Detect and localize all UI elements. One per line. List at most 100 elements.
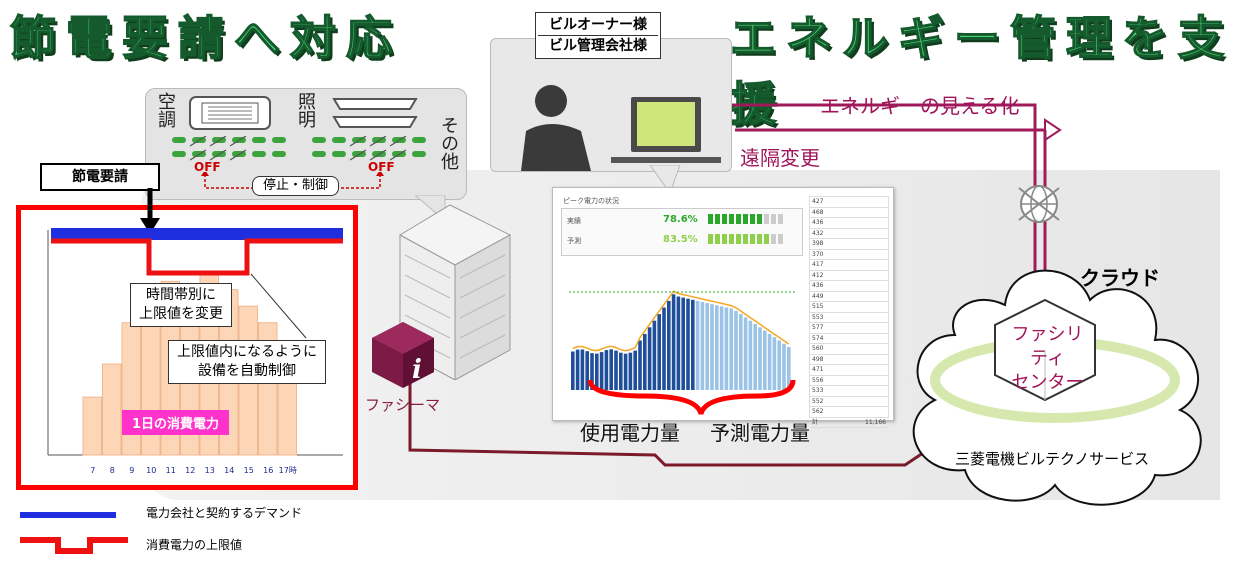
table-cell: 436 xyxy=(812,219,824,226)
usage-bar xyxy=(681,297,685,390)
usage-bar xyxy=(753,324,757,390)
legend-demand-label: 電力会社と契約するデマンド xyxy=(146,506,303,520)
aircon-label: 空調 xyxy=(155,92,176,128)
legend-limit-line xyxy=(20,537,128,554)
table-row: 449 xyxy=(810,292,888,302)
forecast-line xyxy=(572,290,790,352)
request-label: 節電要請 xyxy=(72,169,128,185)
hour-tick-label: 9 xyxy=(129,466,134,475)
usage-bar xyxy=(595,353,599,390)
usage-bar xyxy=(614,350,618,390)
annotation2-line-2: 設備を自動制御 xyxy=(198,363,296,379)
usage-bar xyxy=(767,333,772,390)
table-row: 432 xyxy=(810,229,888,239)
usage-label: 使用電力量 xyxy=(580,421,680,445)
table-row: 553 xyxy=(810,313,888,323)
table-cell: 436 xyxy=(812,282,824,289)
pct1-value: 78.6% xyxy=(663,214,698,225)
title-left: 節電要請へ対応 xyxy=(9,10,402,66)
table-row: 370 xyxy=(810,250,888,260)
person-at-desk-icon xyxy=(521,85,721,171)
usage-bar xyxy=(609,349,613,390)
table-row: 515 xyxy=(810,302,888,313)
table-cell: 533 xyxy=(812,387,824,394)
facility-center-text: ファシリティ センター xyxy=(1011,324,1084,393)
table-cell: 398 xyxy=(812,240,824,247)
table-cell: 427 xyxy=(812,198,824,205)
switch-panel-left xyxy=(172,136,286,161)
usage-bar xyxy=(623,353,628,390)
table-cell: 468 xyxy=(812,208,824,216)
aircon-unit-icon xyxy=(189,96,271,130)
annotation-auto-control: 上限値内になるように 設備を自動制御 xyxy=(168,340,326,384)
usage-bar xyxy=(686,298,690,390)
dashboard-header: ピーク電力の状況 xyxy=(563,197,619,205)
usage-bar xyxy=(571,351,575,390)
usage-bar xyxy=(763,330,767,390)
facility-center-cube xyxy=(994,298,1096,402)
table-row: 552 xyxy=(810,397,888,407)
table-cell: 562 xyxy=(812,408,824,415)
usage-bar xyxy=(585,351,589,390)
table-cell: 449 xyxy=(812,292,824,300)
usage-bar xyxy=(662,307,666,390)
svg-text:i: i xyxy=(412,355,422,385)
usage-bar xyxy=(772,337,777,390)
usage-bar xyxy=(647,327,652,390)
table-cell: 498 xyxy=(812,355,824,363)
table-row: 398 xyxy=(810,239,888,250)
usage-bar xyxy=(643,333,647,390)
company-label: 三菱電機ビルテクノサービス xyxy=(955,450,1150,468)
legend-limit-label: 消費電力の上限値 xyxy=(146,538,243,552)
owner-line-2: ビル管理会社様 xyxy=(538,35,658,56)
usage-bar xyxy=(705,303,709,390)
table-cell: 471 xyxy=(812,366,824,373)
usage-bar xyxy=(676,296,681,390)
table-row: 412 xyxy=(810,271,888,281)
switch-panel-right xyxy=(312,136,426,161)
lighting-fixture-icon xyxy=(332,98,418,128)
owner-box: ビルオーナー様 ビル管理会社様 xyxy=(535,12,661,59)
usage-bar xyxy=(628,352,633,390)
usage-bar xyxy=(590,353,594,390)
table-row: 471 xyxy=(810,365,888,376)
power-bar xyxy=(121,322,141,456)
title-right: エネルギー管理を支援 xyxy=(729,10,1234,132)
usage-bar xyxy=(734,310,738,390)
usage-bar xyxy=(604,350,609,390)
annotation1-line-1: 時間帯別に xyxy=(146,287,216,303)
facility-center-label: ファシリティ センター xyxy=(1005,323,1090,395)
hour-tick-label: 14 xyxy=(224,466,234,475)
other-label: その他 xyxy=(438,116,459,170)
legend-demand-line xyxy=(20,512,116,518)
control-label: 停止・制御 xyxy=(252,176,340,196)
monitor-callout-tail xyxy=(650,165,681,195)
power-bar xyxy=(102,363,122,456)
table-row: 574 xyxy=(810,334,888,344)
hour-tick-label: 8 xyxy=(110,466,115,475)
owner-line-1: ビルオーナー様 xyxy=(549,17,647,33)
usage-bar xyxy=(739,314,743,390)
usage-bar xyxy=(748,320,753,390)
table-cell: 553 xyxy=(812,313,824,321)
table-cell: 515 xyxy=(812,303,824,310)
usage-bar xyxy=(743,317,748,390)
forecast-label: 予測電力量 xyxy=(710,421,810,445)
usage-bar xyxy=(671,294,676,390)
usage-bar xyxy=(710,304,714,390)
hour-tick-label: 7 xyxy=(90,466,95,475)
usage-bar xyxy=(700,302,705,390)
pct-meters xyxy=(708,214,783,244)
hour-tick-label: 11 xyxy=(166,466,176,475)
hour-tick-label: 16 xyxy=(263,466,273,475)
table-footer-label: 計 xyxy=(812,418,819,426)
table-row: 560 xyxy=(810,344,888,355)
table-cell: 432 xyxy=(812,229,824,237)
fasima-device-icon: i xyxy=(372,322,434,388)
hour-tick-label: 17時 xyxy=(279,466,297,475)
hour-tick-label: 13 xyxy=(205,466,215,475)
annotation2-line-1: 上限値内になるように xyxy=(177,344,317,360)
table-row: 427 xyxy=(810,197,888,208)
table-cell: 574 xyxy=(812,334,824,342)
